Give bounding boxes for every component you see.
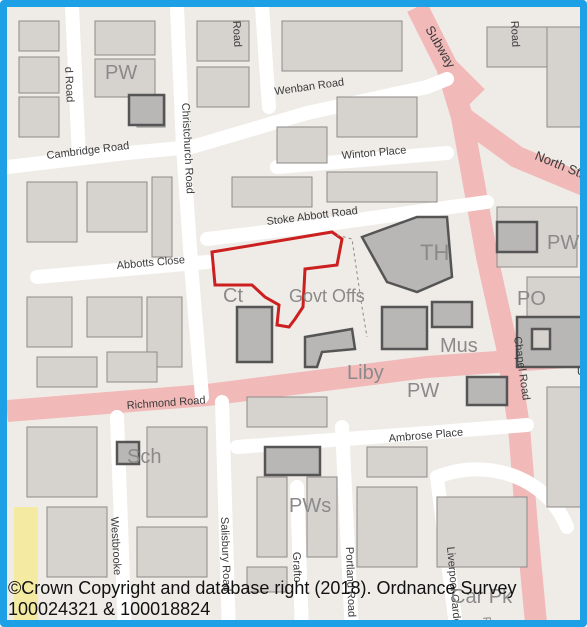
- label-pool: Pool: [480, 616, 494, 627]
- label-ct: Ct: [223, 285, 243, 307]
- winton-place-line: [270, 146, 454, 174]
- portland-road-line: [335, 420, 359, 620]
- label-po: PO: [517, 288, 546, 310]
- label-road-top: Road: [230, 21, 243, 48]
- area-labels: PW PW TH PO Ct Govt Offs Mus Liby PW Sch…: [105, 62, 579, 627]
- label-sch: Sch: [127, 446, 161, 468]
- subway-link-line: [439, 59, 485, 105]
- christchurch-road-line: [170, 7, 209, 404]
- label-salisbury-road: Salisbury Road: [218, 517, 233, 592]
- label-pw-right: PW: [547, 232, 579, 254]
- top-road-line: [255, 7, 276, 114]
- site-boundary[interactable]: [210, 230, 344, 329]
- minor-roads: [7, 7, 574, 620]
- ambrose-place-line: [230, 418, 534, 454]
- label-abbotts-close: Abbotts Close: [116, 254, 185, 272]
- highlight-buildings: [115, 93, 580, 477]
- label-portland-road: Portland Road: [343, 547, 357, 618]
- abbotts-close-line: [30, 255, 214, 284]
- label-grafton: Grafto: [290, 552, 303, 583]
- label-th: TH: [420, 240, 449, 265]
- buildings: [18, 20, 580, 593]
- car-park-loop: [430, 462, 574, 534]
- label-liby: Liby: [347, 362, 384, 384]
- label-pw-mid: PW: [407, 380, 439, 402]
- label-road-top-right: Road: [508, 21, 521, 48]
- map-canvas[interactable]: d Road Road Road Wenban Road Christchurc…: [7, 7, 587, 627]
- label-christchurch-road: Christchurch Road: [179, 103, 196, 195]
- stoke-abbott-road-line: [200, 195, 494, 246]
- label-govt: Govt Offs: [289, 286, 365, 306]
- yellow-road: [14, 507, 38, 620]
- label-pw-top: PW: [105, 62, 137, 84]
- label-westbrooke: Westbrooke: [108, 517, 123, 576]
- label-winton-place: Winton Place: [341, 144, 407, 162]
- label-road-top-left: d Road: [62, 67, 76, 103]
- label-un: Un: [577, 366, 587, 378]
- label-pws: PWs: [289, 495, 331, 517]
- copyright-notice: ©Crown Copyright and database right (201…: [8, 578, 517, 619]
- north-street-line: [455, 108, 580, 196]
- label-mus: Mus: [440, 335, 478, 357]
- top-left-road-line: [65, 7, 86, 164]
- label-richmond-road: Richmond Road: [126, 395, 206, 412]
- grafton-line: [290, 480, 309, 620]
- dashed-boundary: [336, 234, 368, 338]
- cambridge-wenban-road: [7, 72, 454, 174]
- salisbury-road-line: [215, 395, 236, 620]
- label-car-pk: Car Pk: [451, 586, 513, 608]
